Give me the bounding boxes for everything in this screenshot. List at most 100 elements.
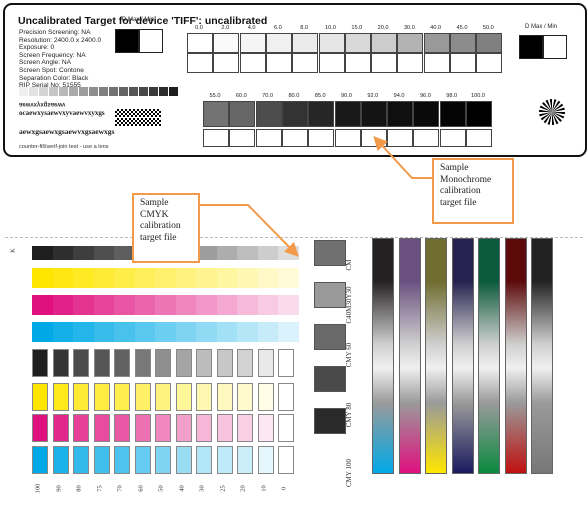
cmyk-ramp-step xyxy=(32,322,53,342)
cmyk-grid-patch xyxy=(52,383,69,411)
target-info: Precision Screening: NA Resolution: 2400… xyxy=(19,29,101,90)
cmyk-grid-patch xyxy=(278,383,294,411)
cmyk-grid-patch xyxy=(93,383,110,411)
cmyk-ramp-step xyxy=(52,268,74,288)
cmyk-ramp-step xyxy=(257,246,279,260)
info-line: Screen Spot: Contone xyxy=(19,66,84,74)
percent-label: 40 xyxy=(178,485,185,492)
cmyk-grid-patch xyxy=(134,383,151,411)
patch-label: 80.0 xyxy=(288,93,300,99)
neutral-patch xyxy=(314,282,346,308)
cmyk-grid-patch xyxy=(52,414,69,442)
monochrome-calibration-target: Uncalibrated Target for device 'TIFF': u… xyxy=(3,3,587,157)
cmyk-ramp-step xyxy=(93,322,115,342)
tone-patch xyxy=(292,33,319,53)
starburst-wedge xyxy=(549,99,552,112)
cmyk-grid-patch xyxy=(257,349,274,377)
gray-step xyxy=(59,87,68,96)
counter-fill-note: counter-fill/serif-join test - use a len… xyxy=(19,144,109,150)
cmyk-grid-patch xyxy=(237,446,253,474)
cmyk-ramp-step xyxy=(216,322,238,342)
cmyk-grid-patch xyxy=(32,446,48,474)
measurement-box xyxy=(281,129,308,147)
percent-label: 50 xyxy=(157,485,165,492)
measurement-box xyxy=(292,53,319,73)
mono-callout-box: Sample Monochrome calibration target fil… xyxy=(432,158,514,224)
percent-label: 60 xyxy=(137,485,144,492)
patch-label: 60.0 xyxy=(235,93,247,99)
cmyk-ramp-step xyxy=(93,295,115,315)
callout-line: Sample xyxy=(440,163,469,173)
cmyk-ramp-step xyxy=(216,246,238,260)
dmin-white-swatch xyxy=(543,35,567,59)
cmyk-grid-patch xyxy=(216,349,233,377)
cmyk-grid-patch xyxy=(93,446,110,474)
tone-patch xyxy=(387,101,414,127)
starburst-wedge xyxy=(542,102,552,112)
tone-patch xyxy=(371,33,398,53)
cmyk-grid-patch xyxy=(73,446,89,474)
dmax-label-right: D Max / Min xyxy=(525,24,558,30)
patch-label: 0.0 xyxy=(195,25,203,31)
tone-patch xyxy=(255,101,282,127)
neutral-patch xyxy=(314,366,346,392)
dmin-white-swatch xyxy=(139,29,163,53)
cmyk-callout-box: Sample CMYK calibration target file xyxy=(132,193,200,263)
callout-line: Monochrome xyxy=(440,174,492,185)
percent-label: 20 xyxy=(239,485,247,492)
starburst-wedge xyxy=(552,112,565,119)
cmyk-ramp-step xyxy=(73,268,94,288)
cmyk-ramp-step xyxy=(32,295,53,315)
percent-label: 70 xyxy=(116,485,124,492)
gray-step xyxy=(69,87,78,96)
color-ramp-column xyxy=(531,238,553,474)
measurement-box xyxy=(203,129,229,147)
info-line: Exposure: 0 xyxy=(19,44,55,52)
cmyk-ramp-step xyxy=(114,268,135,288)
starburst-wedge xyxy=(547,112,552,125)
patch-label: 4.0 xyxy=(247,25,256,31)
cmyk-grid-patch xyxy=(52,446,69,474)
measurement-box xyxy=(476,53,503,73)
checker-pattern xyxy=(115,118,161,126)
measurement-box xyxy=(371,53,398,73)
starburst-wedge xyxy=(552,107,565,112)
cmyk-grid-patch xyxy=(196,446,212,474)
cmyk-ramp-step xyxy=(114,322,135,342)
tone-patch xyxy=(439,101,466,127)
measurement-box xyxy=(213,53,240,73)
measurement-box xyxy=(265,53,292,73)
callout-line: target file xyxy=(440,197,477,208)
gray-step xyxy=(89,87,98,96)
cmyk-ramp-step xyxy=(257,322,279,342)
measurement-box xyxy=(239,53,266,73)
cmyk-grid-patch xyxy=(134,446,151,474)
tone-patch xyxy=(476,33,503,53)
cmyk-grid-patch xyxy=(93,349,110,377)
info-line: Precision Screening: NA xyxy=(19,29,91,36)
cmyk-grid-patch xyxy=(175,383,192,411)
patch-label: 96.0 xyxy=(419,93,431,99)
percent-label: 0 xyxy=(280,486,288,491)
cmyk-grid-patch xyxy=(216,383,233,411)
tone-patch xyxy=(239,33,266,53)
measurement-box xyxy=(255,129,282,147)
patch-label: 94.0 xyxy=(393,93,405,99)
patch-label: 15.0 xyxy=(351,25,363,31)
cmyk-grid-patch xyxy=(257,383,274,411)
neutral-patch-label: CMY 80 xyxy=(345,402,353,428)
cmyk-ramp-step xyxy=(32,268,53,288)
color-ramp-column xyxy=(504,238,527,474)
patch-label: 100.0 xyxy=(471,93,485,99)
neutral-patch-label: CMY 100 xyxy=(345,459,353,487)
percent-label: 30 xyxy=(198,485,206,492)
callout-line: target file xyxy=(140,232,177,243)
gray-step xyxy=(49,87,58,96)
callout-line: calibration xyxy=(140,221,181,231)
tone-patch xyxy=(308,101,335,127)
color-ramp-column xyxy=(425,238,447,474)
cmyk-grid-patch xyxy=(155,446,171,474)
cmyk-grid-patch xyxy=(52,349,69,377)
starburst-wedge xyxy=(539,109,552,112)
measurement-box xyxy=(450,53,476,73)
